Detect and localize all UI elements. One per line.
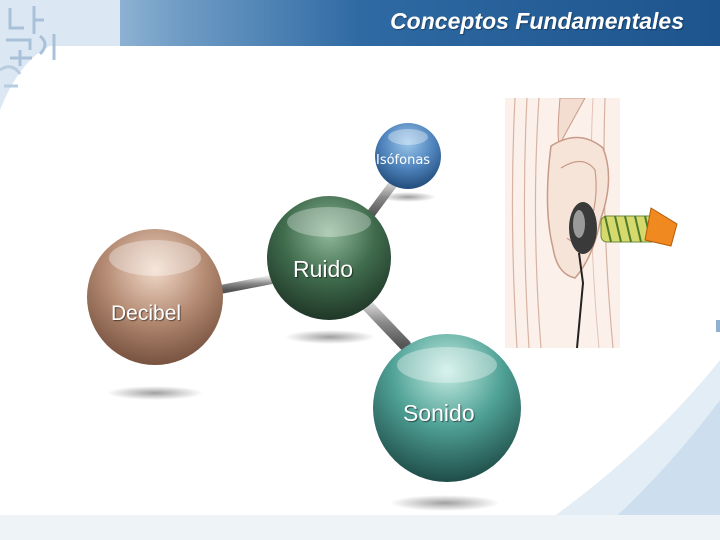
ruido-shadow [285,330,375,344]
node-decibel [87,229,223,365]
node-ruido-label: Ruido [293,256,354,282]
node-sonido-label: Sonido [403,400,475,426]
page-title: Conceptos Fundamentales [390,8,684,34]
ear-with-earplug-icon [505,98,678,348]
korean-script-decoration-icon [0,0,120,110]
header-bar [0,0,720,46]
node-isofonas-label: Isófonas [376,153,431,168]
node-decibel-label: Decibel [111,302,182,325]
decibel-shadow [107,386,203,400]
isofonas-shadow [380,192,436,202]
node-sonido [373,334,521,482]
sonido-shadow [390,495,500,511]
node-ruido [267,196,391,320]
connector-ruido-sonido [356,294,411,351]
node-isofonas [375,123,441,189]
connector-ruido-isofonas [365,175,401,220]
